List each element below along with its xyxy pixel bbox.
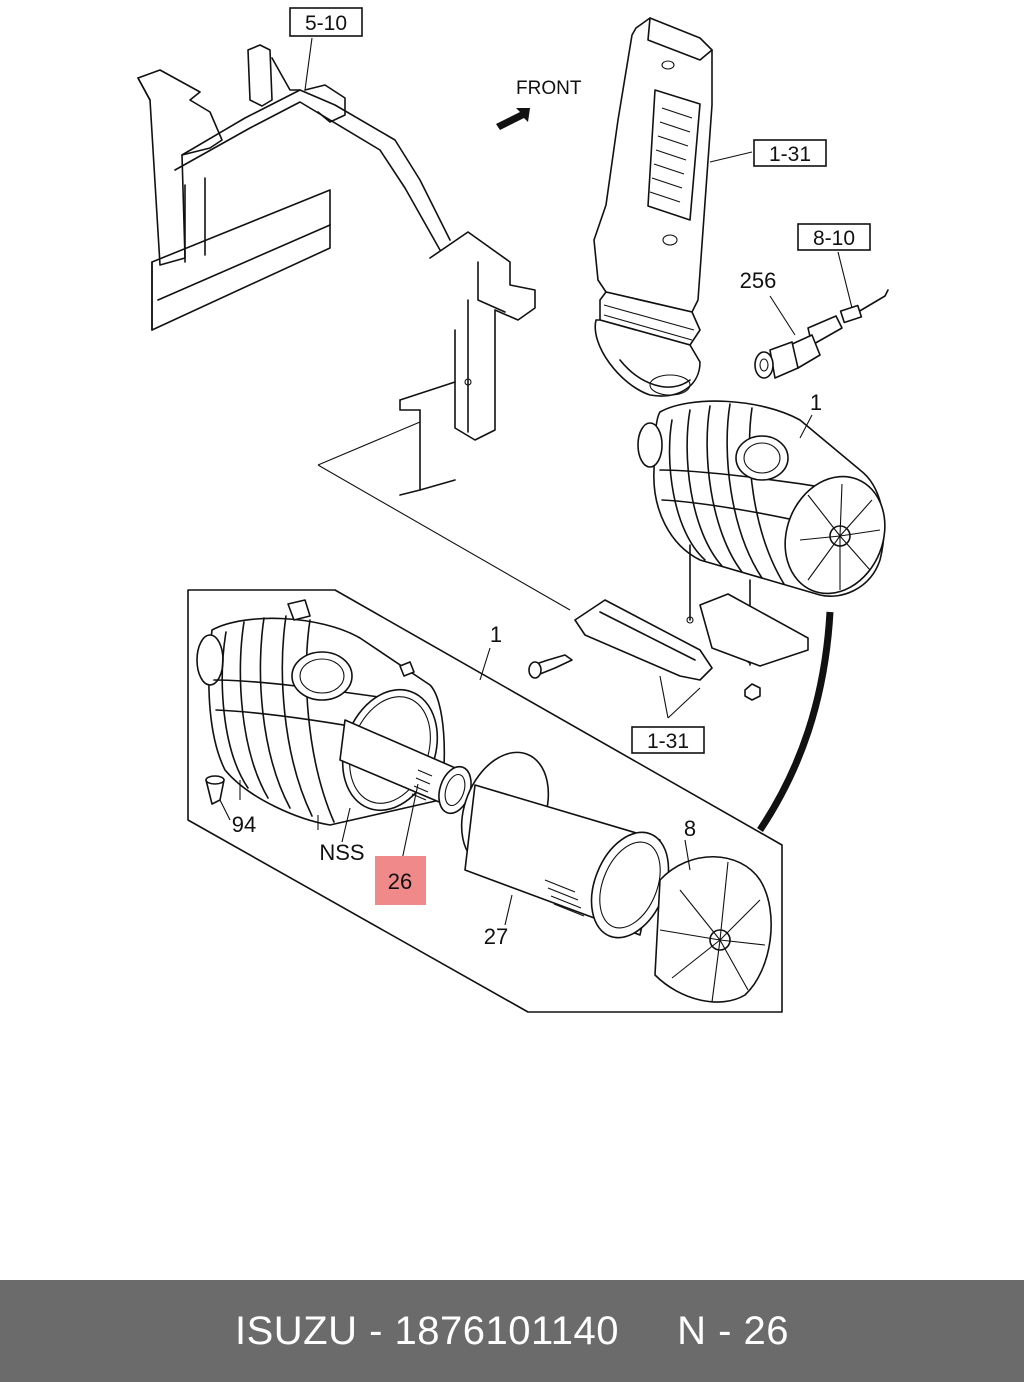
footer-gap [619, 1309, 677, 1354]
front-indicator: FRONT [496, 78, 582, 130]
exploded-view [187, 589, 783, 1013]
air-cleaner-installed [637, 400, 886, 666]
callout-cover: 8 [684, 816, 696, 841]
front-label: FRONT [516, 78, 582, 99]
ref-label-top-frame: 5-10 [305, 12, 347, 35]
ref-box-top-frame: 5-10 [289, 7, 363, 37]
callout-assembly-exploded: 1 [490, 622, 502, 647]
callout-inner-element: 26 [388, 869, 412, 894]
callout-outer-element: 27 [484, 924, 508, 949]
mounting-bracket [528, 593, 809, 719]
ref-label-harness: 8-10 [813, 227, 855, 250]
highlight-inner-element: 26 [375, 856, 426, 905]
sensor-assembly [754, 289, 889, 379]
ref-box-harness: 8-10 [797, 223, 871, 251]
ref-label-bracket: 1-31 [647, 730, 689, 753]
footer-part-number: 1876101140 [394, 1308, 620, 1353]
footer-brand: ISUZU [234, 1308, 358, 1353]
callout-not-serviced: NSS [319, 840, 364, 865]
chassis-frame [137, 44, 571, 611]
callout-assembly-top: 1 [810, 390, 822, 415]
intake-snorkel [593, 17, 713, 397]
front-arrow-icon [496, 108, 530, 130]
callout-sensor: 256 [740, 268, 777, 293]
ref-label-snorkel: 1-31 [769, 143, 811, 166]
ref-box-snorkel: 1-31 [753, 139, 827, 167]
footer-sep-1: - [357, 1308, 395, 1353]
parts-diagram: FRONT [137, 7, 889, 1013]
ref-box-bracket: 1-31 [631, 726, 705, 754]
hose-line [757, 611, 834, 832]
footer-page: N - 26 [677, 1308, 790, 1353]
footer-caption: ISUZU - 1876101140 N - 26 [0, 1280, 1024, 1382]
leader-lines [219, 37, 853, 926]
callout-grommet: 94 [232, 812, 256, 837]
